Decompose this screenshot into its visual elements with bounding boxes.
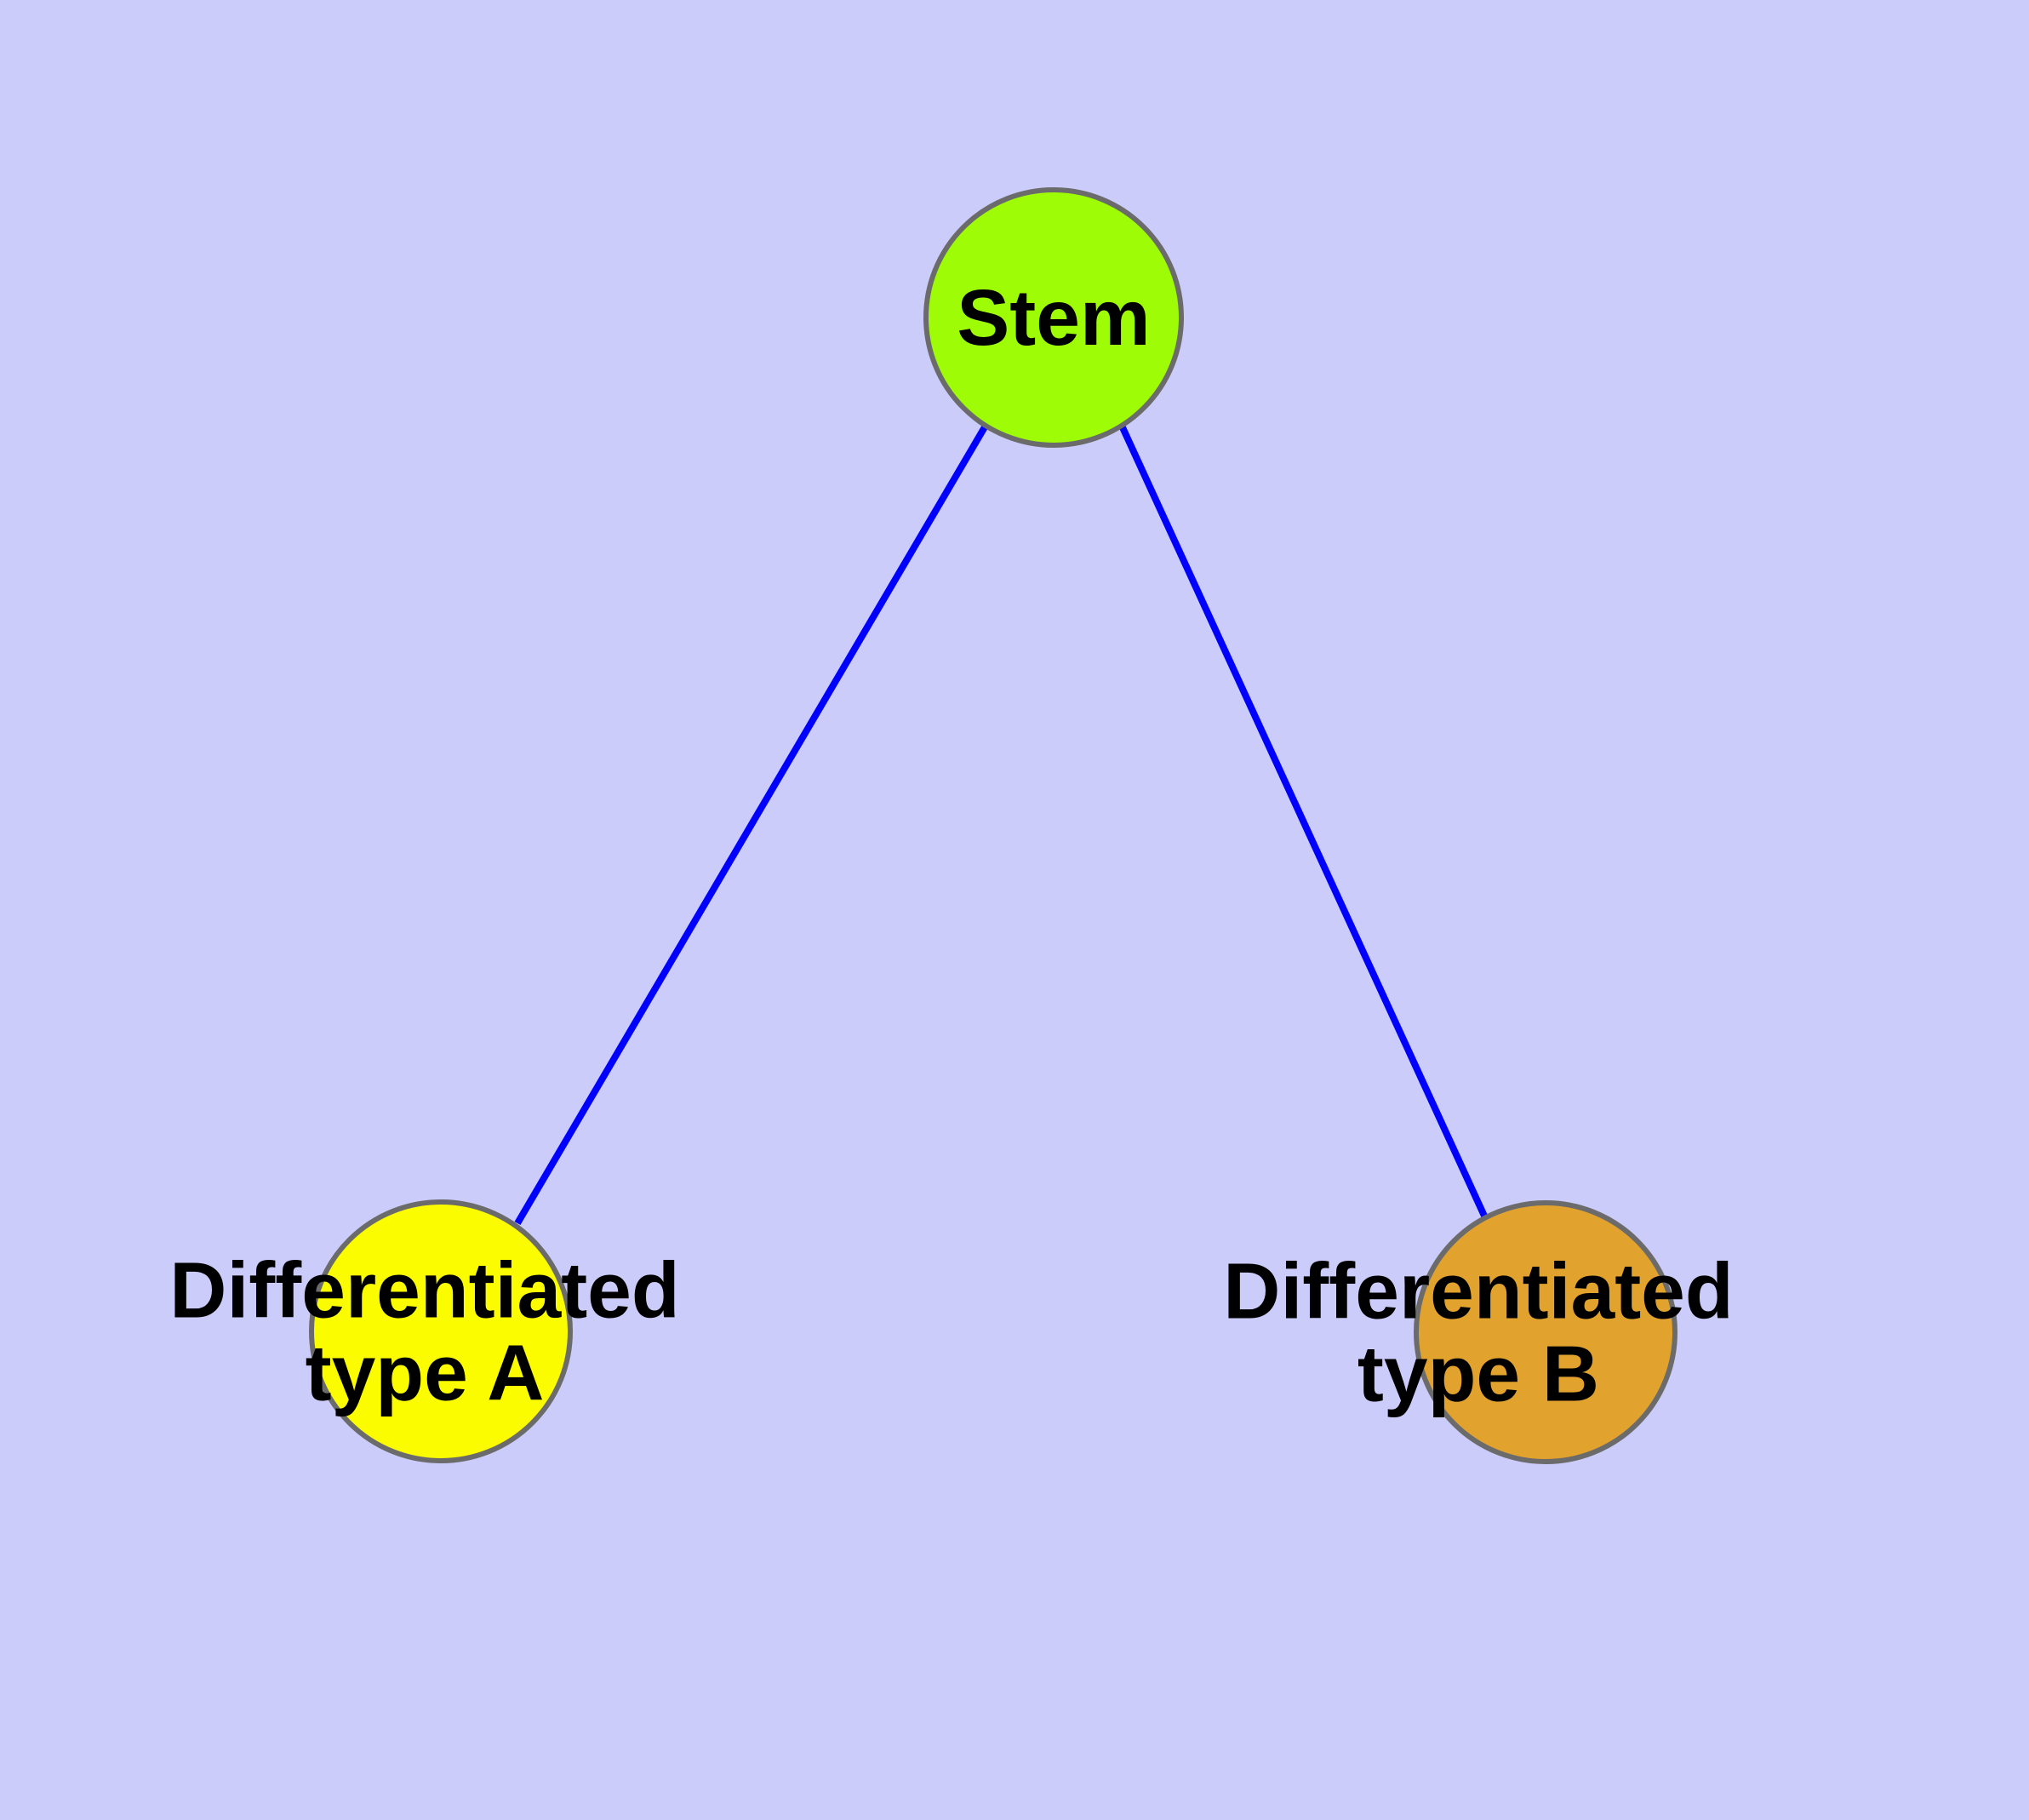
node-label-line-2-diff-a: type A: [306, 1329, 545, 1417]
edge-stem-to-diff-b[interactable]: [1118, 424, 1491, 1225]
node-label-line-1-diff-a: Differentiated: [169, 1246, 679, 1335]
node-circle-diff-a[interactable]: [309, 1199, 573, 1463]
node-circle-stem[interactable]: [923, 187, 1184, 448]
edges-group: [514, 423, 1491, 1226]
node-label-line-2-diff-b: type B: [1357, 1330, 1599, 1418]
nodes-group: [309, 187, 1677, 1464]
node-circle-diff-b[interactable]: [1414, 1200, 1677, 1464]
edge-stem-to-diff-a[interactable]: [514, 423, 989, 1226]
node-label-line-1-diff-b: Differentiated: [1223, 1247, 1733, 1336]
node-label-stem: Stem: [957, 273, 1150, 362]
node-label-line-1-stem: Stem: [957, 273, 1150, 362]
